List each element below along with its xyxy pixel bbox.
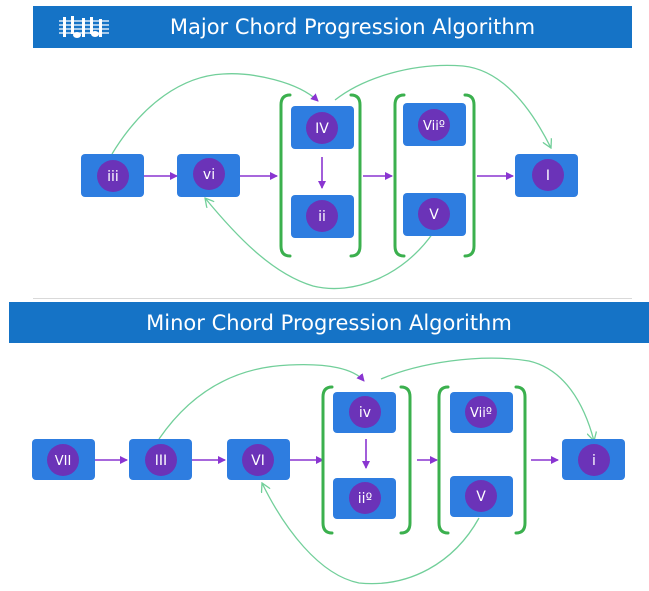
node-VI: VI xyxy=(227,439,290,480)
major-jump-arrows xyxy=(111,64,551,290)
major-brackets xyxy=(279,93,476,258)
minor-title: Minor Chord Progression Algorithm xyxy=(146,310,512,335)
minor-progression-panel: Minor Chord Progression Algorithm xyxy=(9,302,649,591)
node-V-minor-label: V xyxy=(476,489,486,505)
node-ii: ii xyxy=(291,195,354,238)
minor-diagram: VII III VI iv iiº Viiº xyxy=(32,357,625,585)
node-iv: iv xyxy=(333,392,396,433)
jump-III-to-iv xyxy=(158,363,365,440)
minor-brackets xyxy=(321,385,527,535)
major-progression-panel: Major Chord Progression Algorithm xyxy=(33,6,632,299)
node-vii-dim: Viiº xyxy=(403,103,466,146)
node-i: i xyxy=(562,439,625,480)
node-I: I xyxy=(515,154,578,197)
node-vii-dim-minor-label: Viiº xyxy=(470,406,492,421)
node-VII: VII xyxy=(32,439,95,480)
jump-iii-to-IV xyxy=(111,73,319,155)
bracket-V-left xyxy=(393,93,406,258)
node-ii-dim: iiº xyxy=(333,478,396,519)
node-V-minor: V xyxy=(450,476,513,517)
bracket-V-right xyxy=(514,385,527,535)
node-IV: IV xyxy=(291,106,354,149)
jump-iv-to-i xyxy=(380,357,594,441)
bracket-V-left xyxy=(437,385,450,535)
node-I-label: I xyxy=(546,168,550,184)
jump-V-to-VI xyxy=(262,483,480,585)
node-III-label: III xyxy=(155,453,167,469)
node-iii: iii xyxy=(81,154,144,197)
bracket-iv-right xyxy=(399,385,412,535)
bracket-IV-right xyxy=(349,93,362,258)
major-title: Major Chord Progression Algorithm xyxy=(169,15,536,39)
jump-V-to-vi xyxy=(205,198,434,290)
node-IV-label: IV xyxy=(315,121,329,137)
node-vii-dim-label: Viiº xyxy=(423,119,445,134)
minor-step-arrows xyxy=(95,439,559,469)
bracket-V-right xyxy=(463,93,476,258)
minor-jump-arrows xyxy=(158,357,594,585)
node-VI-label: VI xyxy=(251,453,265,469)
node-vi-label: vi xyxy=(203,167,215,183)
node-iii-label: iii xyxy=(107,169,119,185)
node-ii-label: ii xyxy=(318,209,326,225)
music-staff-logo-icon xyxy=(59,16,109,38)
node-iv-label: iv xyxy=(359,405,371,421)
node-VII-label: VII xyxy=(55,454,72,469)
major-step-arrows xyxy=(144,157,514,189)
node-V-label: V xyxy=(429,207,439,223)
major-diagram: iii vi IV ii Viiº V xyxy=(81,64,578,290)
node-vi: vi xyxy=(177,154,240,197)
node-V: V xyxy=(403,193,466,236)
node-ii-dim-label: iiº xyxy=(358,491,372,507)
minor-title-banner: Minor Chord Progression Algorithm xyxy=(9,302,649,343)
jump-IV-to-I xyxy=(334,64,551,148)
node-III: III xyxy=(129,439,192,480)
node-vii-dim-minor: Viiº xyxy=(450,392,513,433)
major-title-banner: Major Chord Progression Algorithm xyxy=(33,6,632,48)
bracket-iv-left xyxy=(321,385,334,535)
bracket-IV-left xyxy=(279,93,292,258)
node-i-label: i xyxy=(592,453,596,469)
